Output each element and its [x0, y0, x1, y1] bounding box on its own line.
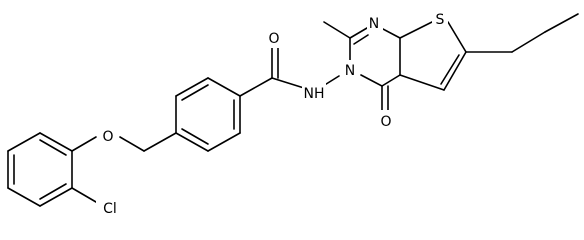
ring-nitrogen-lower-label: N	[345, 63, 355, 79]
atom-labels: O NH N N O S O Cl	[96, 10, 448, 217]
carbonyl-oxygen-label: O	[380, 114, 391, 130]
chlorine-label: Cl	[103, 201, 117, 217]
amide-oxygen-label: O	[268, 31, 279, 47]
ether-oxygen-label: O	[102, 129, 113, 145]
amide-nh-label: NH	[304, 86, 325, 102]
sulfur-label: S	[436, 12, 445, 28]
ring-nitrogen-upper-label: N	[369, 16, 379, 32]
bonds	[7, 13, 579, 207]
chemical-structure-diagram: O NH N N O S O Cl	[7, 10, 579, 217]
